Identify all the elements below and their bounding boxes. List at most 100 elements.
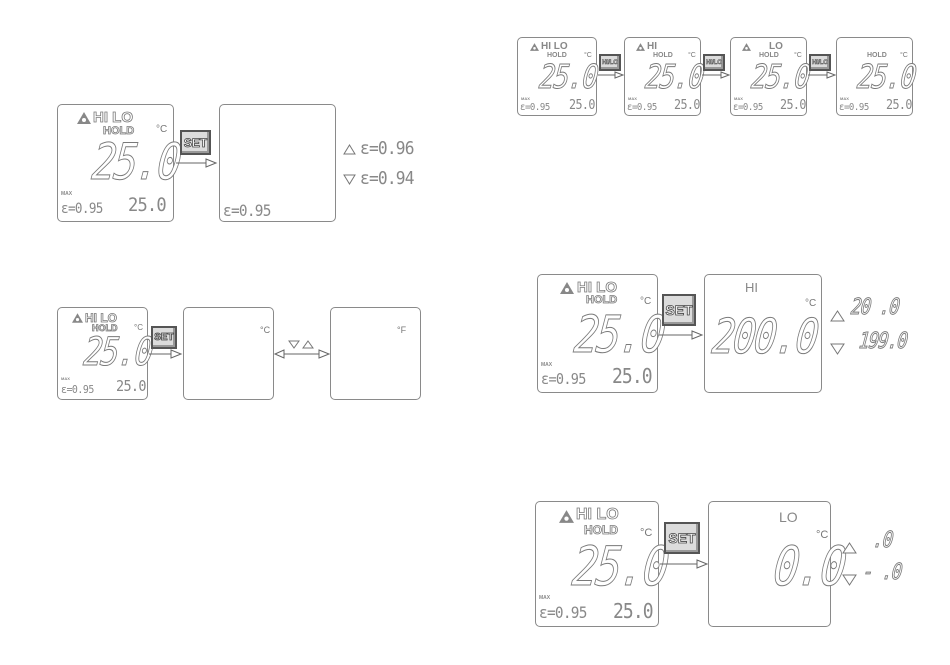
arrow-right-icon	[176, 158, 218, 168]
emissivity-up-value: ε=0.96	[360, 138, 414, 159]
max-label: MAX	[61, 191, 73, 197]
lcd-panel: HI LO HOLD °C 25.0 MAX ε=0.95 25.0	[535, 501, 670, 627]
max-label: MAX	[521, 96, 530, 101]
down-triangle-icon[interactable]	[343, 174, 356, 185]
unit-fahrenheit: °F	[397, 325, 407, 335]
small-reading: 25.0	[128, 194, 167, 216]
lcd-panel: HI °C 200.0	[704, 274, 822, 393]
main-reading: 25.0	[537, 57, 600, 97]
hold-label: HOLD	[653, 52, 673, 59]
lo-up-value: .0	[871, 528, 894, 554]
max-label: MAX	[61, 376, 70, 381]
arrow-right-icon	[659, 330, 704, 340]
max-label: MAX	[541, 362, 553, 368]
unit-celsius: °C	[260, 325, 271, 335]
unit-label: °C	[805, 298, 817, 309]
lcd-panel: LO HOLD °C 25.0 MAX ε=0.95 25.0	[730, 37, 811, 116]
warning-triangle-icon	[72, 313, 83, 323]
hold-label: HOLD	[103, 125, 135, 137]
unit-label: °C	[794, 52, 802, 59]
warning-triangle-icon	[636, 43, 645, 51]
hi-down-value: 199.0	[857, 329, 909, 355]
arrow-right-icon	[702, 71, 731, 79]
down-triangle-icon[interactable]	[830, 343, 845, 355]
hilo-button[interactable]: HI/LO	[809, 54, 831, 71]
unit-label: °C	[816, 529, 829, 541]
warning-triangle-icon	[77, 112, 91, 124]
main-reading: 25.0	[569, 535, 670, 599]
emissivity-value: ε=0.95	[541, 370, 586, 388]
emissivity-down-value: ε=0.94	[360, 168, 414, 189]
emissivity-current: ε=0.95	[223, 201, 271, 220]
emissivity-value: ε=0.95	[733, 102, 763, 113]
emissivity-value: ε=0.95	[539, 603, 587, 622]
lo-title: LO	[779, 509, 798, 525]
main-reading: 25.0	[643, 57, 706, 97]
hilo-label: HI LO	[85, 311, 118, 325]
lcd-panel: °F	[330, 307, 421, 400]
warning-triangle-icon	[530, 43, 539, 51]
emissivity-value: ε=0.95	[61, 201, 103, 217]
set-button[interactable]: SET	[180, 130, 211, 155]
unit-label: °C	[584, 52, 592, 59]
emissivity-value: ε=0.95	[839, 102, 869, 113]
lcd-panel: HOLD °C 25.0 MAX ε=0.95 25.0	[836, 37, 917, 116]
emissivity-value: ε=0.95	[61, 383, 94, 396]
hilo-button[interactable]: HI/LO	[599, 54, 621, 71]
arrow-right-icon	[598, 71, 625, 79]
hi-up-value: 20 .0	[849, 295, 901, 321]
up-triangle-icon[interactable]	[343, 144, 356, 155]
lcd-panel: HI LO HOLD °C 25.0 MAX ε=0.95 25.0	[517, 37, 600, 116]
hi-value: 200.0	[709, 309, 820, 366]
hi-title: HI	[745, 280, 758, 295]
max-label: MAX	[734, 96, 743, 101]
hold-label: HOLD	[586, 294, 618, 306]
unit-label: °C	[134, 323, 143, 332]
warning-triangle-icon	[559, 510, 574, 523]
double-arrow-icon	[273, 349, 331, 359]
hilo-label: HI LO	[93, 109, 134, 126]
unit-label: °C	[900, 52, 908, 59]
small-reading: 25.0	[613, 599, 654, 623]
hilo-label: HI LO	[577, 279, 618, 296]
main-reading: 25.0	[89, 133, 183, 192]
lcd-panel: HI LO HOLD °C 25.0 MAX ε=0.95 25.0	[57, 307, 155, 400]
main-reading: 25.0	[855, 57, 918, 97]
hilo-label: HI LO	[576, 506, 619, 523]
warning-triangle-icon	[742, 43, 751, 51]
hold-label: HOLD	[547, 52, 567, 59]
hi-label: HI	[647, 41, 657, 52]
arrow-right-icon	[808, 71, 837, 79]
max-label: MAX	[840, 96, 849, 101]
lcd-panel: °C	[183, 307, 274, 400]
max-label: MAX	[539, 595, 551, 601]
unit-label: °C	[156, 124, 168, 135]
small-reading: 25.0	[612, 364, 653, 388]
lcd-panel: HI HOLD °C 25.0 MAX ε=0.95 25.0	[624, 37, 705, 116]
down-triangle-icon[interactable]	[288, 340, 300, 349]
hilo-button[interactable]: HI/LO	[703, 54, 725, 71]
arrow-right-icon	[660, 559, 709, 569]
lcd-panel: LO °C 0.0	[708, 501, 848, 627]
unit-label: °C	[688, 52, 696, 59]
up-triangle-icon[interactable]	[302, 340, 314, 349]
set-button[interactable]: SET	[151, 326, 177, 349]
up-triangle-icon[interactable]	[830, 310, 845, 322]
small-reading: 25.0	[674, 98, 700, 113]
small-reading: 25.0	[116, 377, 146, 395]
down-triangle-icon[interactable]	[842, 574, 857, 586]
set-button[interactable]: SET	[664, 522, 700, 554]
hilo-label: HI LO	[541, 41, 568, 52]
unit-label: °C	[640, 296, 652, 307]
hold-label: HOLD	[867, 52, 887, 59]
warning-triangle-icon	[560, 282, 574, 294]
hold-label: HOLD	[92, 323, 118, 333]
small-reading: 25.0	[569, 98, 595, 113]
main-reading: 25.0	[749, 57, 812, 97]
unit-label: °C	[640, 527, 653, 539]
arrow-right-icon	[149, 349, 183, 359]
up-triangle-icon[interactable]	[842, 542, 857, 554]
max-label: MAX	[628, 96, 637, 101]
emissivity-value: ε=0.95	[627, 102, 657, 113]
set-button[interactable]: SET	[662, 294, 696, 326]
